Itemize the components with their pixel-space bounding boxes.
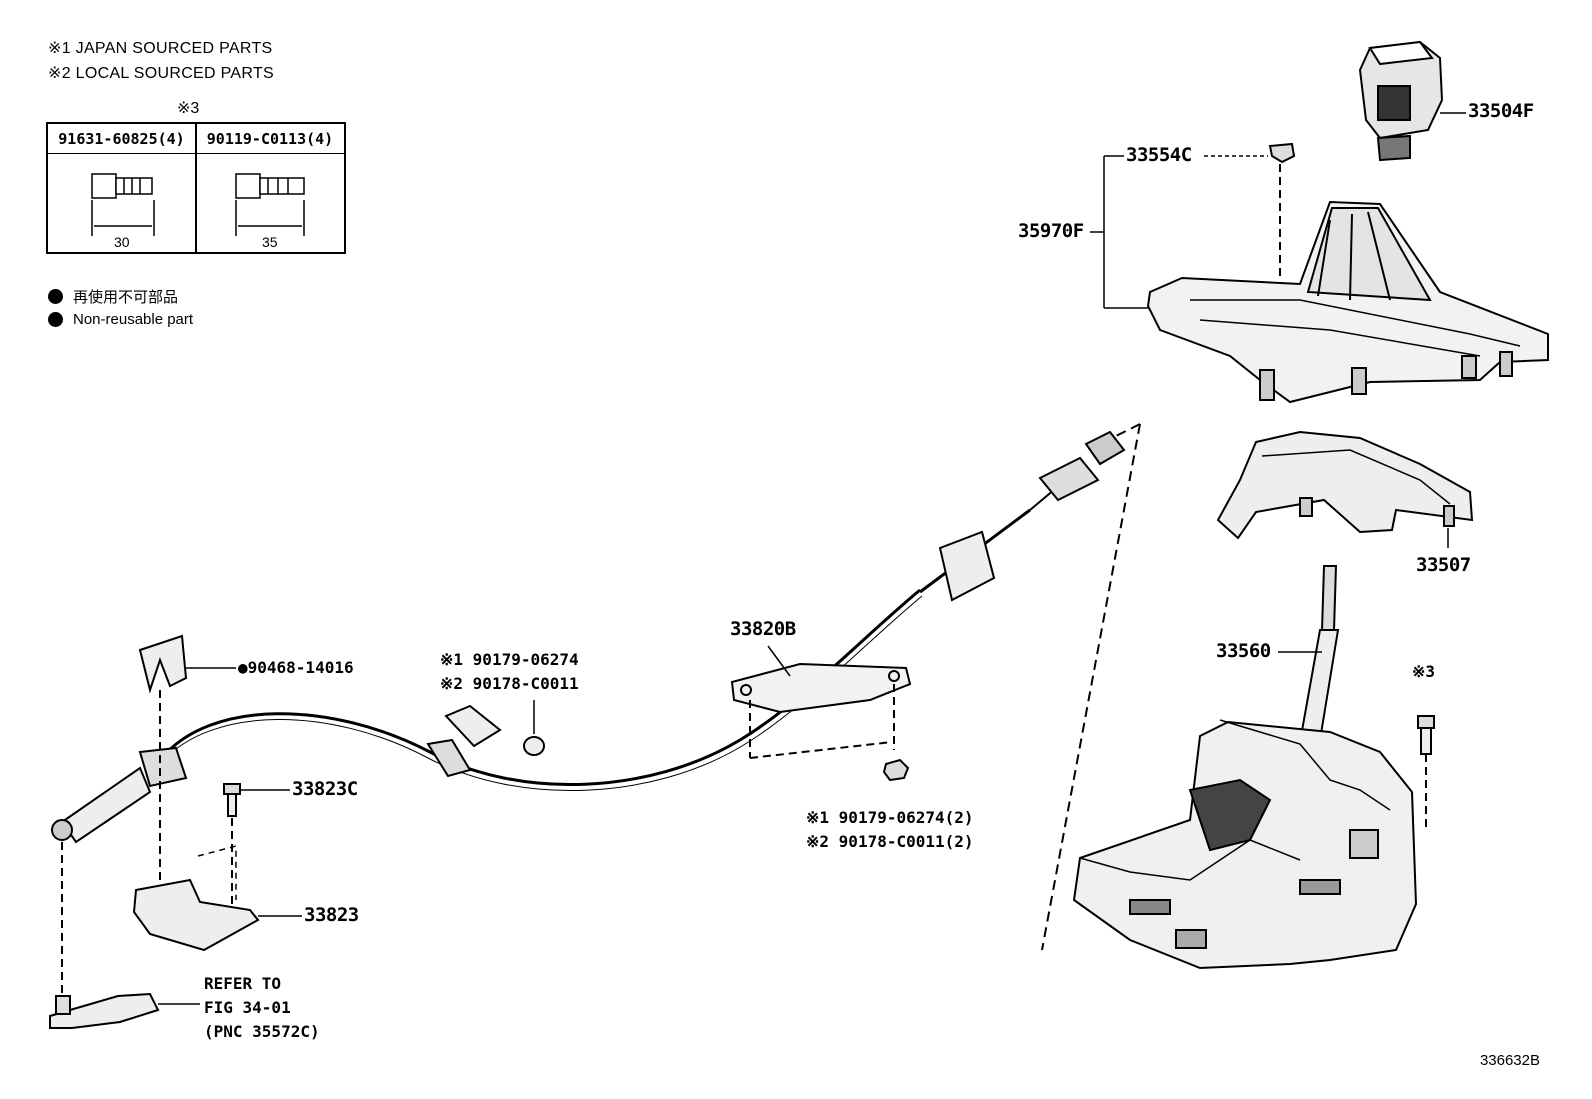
kit-col1-part: 91631-60825(4): [48, 124, 195, 154]
part-label-33554c[interactable]: 33554C: [1126, 144, 1192, 166]
part-label-35970f[interactable]: 35970F: [1018, 220, 1084, 242]
bullet-icon: [48, 312, 63, 327]
lever-end-drawing: [49, 842, 200, 1029]
part-label-90179-06274[interactable]: ※1 90179-06274: [440, 650, 579, 669]
kit-bolt-sketches: [91, 173, 305, 236]
bracket-nut-drawing: [882, 758, 910, 782]
cable-bracket-drawing: [730, 645, 912, 759]
shift-panel-drawing: [1146, 200, 1549, 404]
part-label-33823[interactable]: 33823: [304, 904, 359, 926]
refer-line-3: (PNC 35572C): [204, 1022, 320, 1041]
sourcing-notes: ※1 JAPAN SOURCED PARTS ※2 LOCAL SOURCED …: [48, 36, 274, 86]
kit-divider: [195, 124, 197, 252]
shift-knob-drawing: [1358, 40, 1466, 162]
illustration-id: 336632B: [1479, 1052, 1540, 1069]
bracket-bolt-drawing: [223, 783, 290, 904]
kit-table-mark: ※3: [177, 100, 200, 117]
part-label-33560[interactable]: 33560: [1216, 640, 1271, 662]
shift-lever-assembly-drawing: [1072, 565, 1418, 970]
kit-col2-part: 90119-C0113(4): [196, 124, 344, 154]
refer-line-1: REFER TO: [204, 974, 282, 993]
shift-cable-drawing: [51, 430, 1126, 844]
grommet-nut-drawing: [523, 700, 545, 756]
part-label-33820b[interactable]: 33820B: [730, 618, 796, 640]
legend-non-reusable-en: Non-reusable part: [48, 311, 193, 328]
clip-drawing: [1204, 142, 1296, 280]
lever-bolt-drawing: [1417, 715, 1435, 830]
refer-line-2[interactable]: FIG 34-01: [204, 998, 291, 1017]
note-japan-sourced: ※1 JAPAN SOURCED PARTS: [48, 40, 273, 57]
legend-non-reusable-jp: 再使用不可部品: [48, 286, 178, 307]
part-label-90179-06274-x2[interactable]: ※1 90179-06274(2): [806, 808, 974, 827]
kit-col2-length: 35: [262, 234, 278, 250]
part-label-90468-14016[interactable]: ●90468-14016: [238, 658, 354, 677]
cable-bracket-33823-drawing: [132, 845, 302, 952]
part-label-33507[interactable]: 33507: [1416, 554, 1471, 576]
part-label-33823c[interactable]: 33823C: [292, 778, 358, 800]
bracket-35970f: [1090, 155, 1148, 309]
part-label-90178-c0011[interactable]: ※2 90178-C0011: [440, 674, 579, 693]
legend-en-text: Non-reusable part: [73, 311, 194, 328]
part-label-33504f[interactable]: 33504F: [1468, 100, 1534, 122]
bracket-nut-label-group: ※1 90179-06274(2) ※2 90178-C0011(2): [806, 806, 974, 854]
nut-label-group: ※1 90179-06274 ※2 90178-C0011: [440, 648, 579, 696]
lock-clip-drawing: [138, 634, 236, 880]
refer-to-note: REFER TO FIG 34-01 (PNC 35572C): [204, 972, 320, 1044]
housing-drawing: [1216, 430, 1474, 548]
part-label-90178-c0011-x2[interactable]: ※2 90178-C0011(2): [806, 832, 974, 851]
note-local-sourced: ※2 LOCAL SOURCED PARTS: [48, 65, 274, 82]
bolt-kit-table: 91631-60825(4) 90119-C0113(4) 30 35: [46, 122, 346, 254]
kit-col1-length: 30: [114, 234, 130, 250]
bullet-icon: [48, 289, 63, 304]
legend-jp-text: 再使用不可部品: [73, 289, 179, 306]
part-label-mark3: ※3: [1412, 662, 1436, 681]
